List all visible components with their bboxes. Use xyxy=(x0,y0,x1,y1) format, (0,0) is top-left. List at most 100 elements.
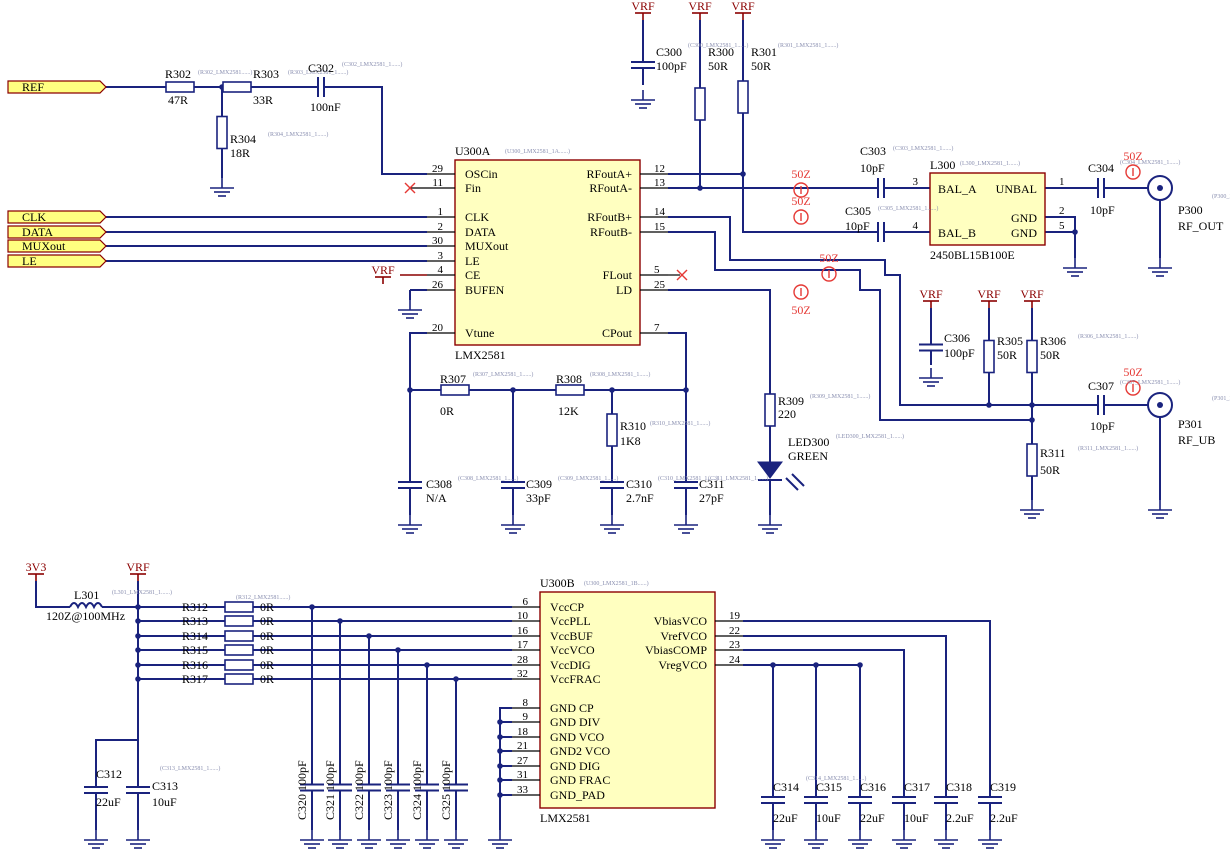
ground-icon xyxy=(328,830,352,849)
resistor-r305 xyxy=(983,339,995,374)
label: C312 xyxy=(96,767,122,781)
label: (C308_LMX2581_1......) xyxy=(458,475,518,482)
wire xyxy=(499,707,512,830)
resistor-r315 xyxy=(224,644,254,656)
port-label-muxout: MUXout xyxy=(22,239,66,253)
label: 22uF xyxy=(773,811,798,825)
label: C319 xyxy=(990,780,1016,794)
u300a-pin-num: 26 xyxy=(432,279,444,291)
junction-dot xyxy=(813,662,819,668)
label: 33R xyxy=(253,93,273,107)
resistor-r304 xyxy=(216,115,228,150)
label: 220 xyxy=(778,407,796,421)
label: 0R xyxy=(440,404,454,418)
label: (C309_LMX2581_1......) xyxy=(558,475,618,482)
test-point-icon xyxy=(1125,164,1141,180)
label: (C310_LMX2581_1......) xyxy=(658,475,718,482)
label: 27pF xyxy=(699,491,724,505)
label: C309 xyxy=(526,477,552,491)
u300a-ghost: (U300_LMX2581_1A......) xyxy=(505,148,570,155)
junction-dot xyxy=(497,719,503,725)
junction-dot xyxy=(497,734,503,740)
u300b-pin-name: VbiasCOMP xyxy=(645,643,707,657)
label: R314 xyxy=(182,629,208,643)
u300a-pin-name: CLK xyxy=(465,210,489,224)
u300b-pin-name: VbiasVCO xyxy=(654,614,708,628)
ground-icon xyxy=(674,515,698,534)
label: R303 xyxy=(253,67,279,81)
port-ref xyxy=(7,80,107,94)
u300a-pin-name: CPout xyxy=(602,326,633,340)
u300b-pin-name: VccCP xyxy=(550,600,584,614)
label: 10pF xyxy=(1090,203,1115,217)
power-label-vrf-r305: VRF xyxy=(977,287,1001,301)
inductor-l301 xyxy=(69,602,103,610)
label: (R306_LMX2581_1......) xyxy=(1078,333,1138,340)
junction-dot xyxy=(497,748,503,754)
label: C303 xyxy=(860,144,886,158)
label: R300 xyxy=(708,45,734,59)
label: (R309_LMX2581_1......) xyxy=(810,393,870,400)
label: N/A xyxy=(426,491,447,505)
u300a-pin-num: 25 xyxy=(654,279,666,291)
wire xyxy=(95,690,139,780)
ground-icon xyxy=(210,178,234,197)
label: R301 xyxy=(751,45,777,59)
ground-icon xyxy=(804,830,828,849)
u300a-pin-num: 30 xyxy=(432,235,444,247)
u300b-pin-name: GND DIV xyxy=(550,715,601,729)
label: R310 xyxy=(620,419,646,433)
label: (R310_LMX2581_1......) xyxy=(650,420,710,427)
label: R306 xyxy=(1040,334,1066,348)
label: 100pF xyxy=(656,59,687,73)
label: 50R xyxy=(1040,348,1060,362)
label: P301 xyxy=(1178,417,1203,431)
u300b-pin-num: 8 xyxy=(523,697,529,709)
label: 0R xyxy=(260,629,274,643)
u300b-pin-name: GND DIG xyxy=(550,759,601,773)
label: 50R xyxy=(997,348,1017,362)
label: 10uF xyxy=(816,811,841,825)
ground-icon xyxy=(1063,258,1087,277)
ground-icon xyxy=(758,515,782,534)
test-point-icon xyxy=(793,209,809,225)
port-muxout xyxy=(7,239,107,253)
label: (R301_LMX2581_1......) xyxy=(778,42,838,49)
u300a-pin-num: 1 xyxy=(438,206,444,218)
l300-ghost: (L300_LMX2581_1......) xyxy=(960,160,1020,167)
label: 50R xyxy=(708,59,728,73)
u300a-pin-num: 15 xyxy=(654,221,666,233)
u300a-pin-num: 20 xyxy=(432,322,444,334)
connector-p301 xyxy=(1147,392,1173,418)
l300-pin-name: BAL_A xyxy=(938,182,977,196)
cap-label: C324 100pF xyxy=(410,760,424,820)
port-label-clk: CLK xyxy=(22,210,46,224)
components xyxy=(7,12,1173,849)
label: (R312_LMX2581......) xyxy=(236,594,290,601)
u300a-part: LMX2581 xyxy=(455,348,506,362)
u300a-pin-num: 13 xyxy=(654,177,666,189)
label: R304 xyxy=(230,132,256,146)
power-label-vrf-c306: VRF xyxy=(919,287,943,301)
resistor-r307 xyxy=(440,384,470,396)
label: C313 xyxy=(152,779,178,793)
junction-dot xyxy=(135,676,141,682)
ground-icon xyxy=(1020,500,1044,519)
label: (C304_LMX2581_1......) xyxy=(1120,159,1180,166)
label: C300 xyxy=(656,45,682,59)
ground-icon xyxy=(126,830,150,849)
port-label-data: DATA xyxy=(22,225,53,239)
label: (C307_LMX2581_1......) xyxy=(1120,379,1180,386)
port-label-ref: REF xyxy=(22,80,44,94)
label: (C313_LMX2581_1......) xyxy=(160,765,220,772)
l300-pin-name: BAL_B xyxy=(938,226,976,240)
label: 10pF xyxy=(1090,419,1115,433)
label: 22uF xyxy=(96,795,121,809)
connector-p300-center xyxy=(1157,185,1163,191)
ground-icon xyxy=(1148,500,1172,519)
label: C308 xyxy=(426,477,452,491)
power-label-vrf-r306: VRF xyxy=(1020,287,1044,301)
resistor-r310 xyxy=(606,413,618,447)
u300b-pin-num: 10 xyxy=(517,610,529,622)
